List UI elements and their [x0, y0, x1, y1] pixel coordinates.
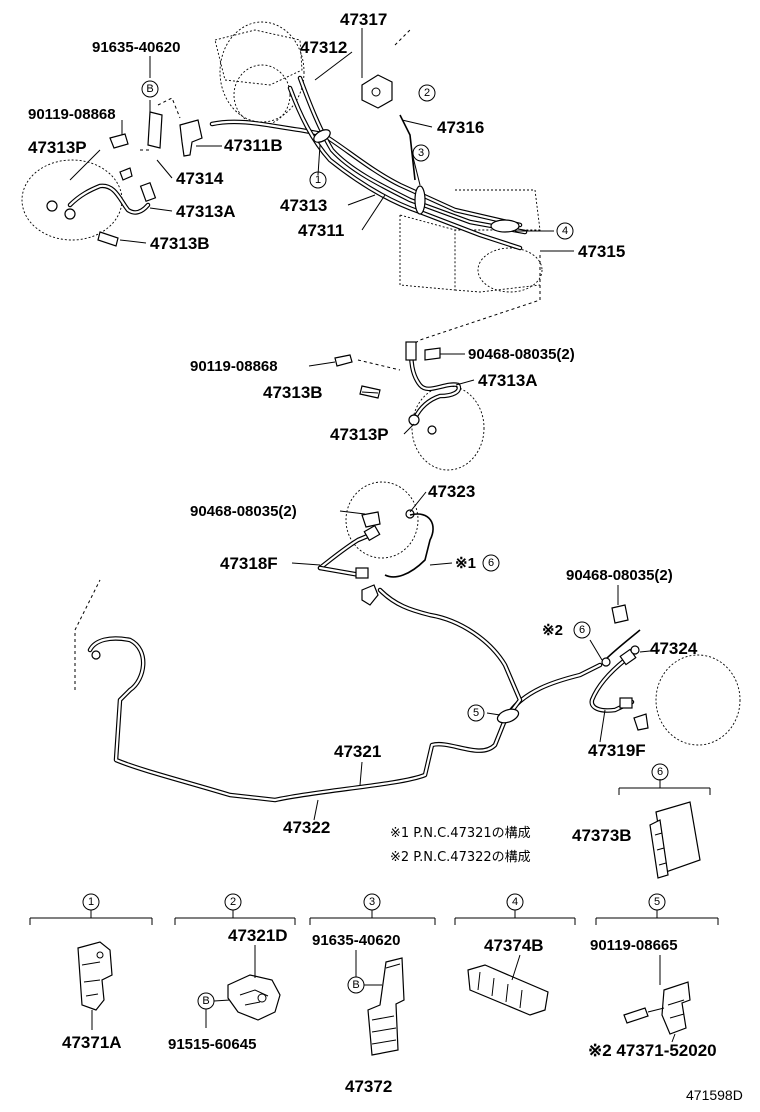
- bolt-90119-08665-icon: [623, 1007, 649, 1024]
- bracket-47371-52020-icon: [661, 981, 691, 1035]
- marker-b-detail2: B: [202, 995, 209, 1007]
- clip-47374B-icon: [467, 964, 549, 1016]
- bolt-90119-icon: [109, 133, 129, 149]
- brake-drum-outline: [655, 654, 741, 746]
- detail-2-clip-47321D: 47321D B 91515-60645: [168, 926, 288, 1053]
- callout-6-detail: 6: [657, 766, 663, 778]
- label-91515: 91515-60645: [168, 1036, 256, 1053]
- clip-47311B-icon: [179, 119, 203, 157]
- actuator-motor-outline: [477, 247, 543, 293]
- brake-drum-outline: [345, 481, 419, 559]
- marker-b-detail3: B: [352, 979, 359, 991]
- master-cylinder-outline: [214, 29, 303, 86]
- figure-code: 471598D: [686, 1087, 743, 1103]
- label-47311B: 47311B: [224, 136, 283, 155]
- top-pipes: [209, 75, 541, 346]
- rear-main-pipes: [74, 579, 603, 803]
- rear-brake-right: [589, 604, 741, 746]
- clip-47372-icon: [367, 957, 405, 1056]
- bolt-47313B-icon: [97, 231, 119, 247]
- callout-2-detail: 2: [230, 896, 236, 908]
- label-47372: 47372: [345, 1077, 392, 1096]
- callout-6-star2: 6: [579, 624, 585, 636]
- label-47316: 47316: [437, 118, 484, 137]
- label-90468-low2: 90468-08035(2): [566, 567, 673, 584]
- label-90468-low1: 90468-08035(2): [190, 503, 297, 520]
- callout-3-detail: 3: [369, 896, 375, 908]
- callout-2-top: 2: [424, 87, 430, 99]
- brake-disc-outline: [411, 385, 485, 471]
- label-47313A-mid: 47313A: [478, 371, 538, 390]
- clip-47314-icon: [147, 111, 163, 149]
- clip-hole-icon: [371, 87, 381, 97]
- callout-4-detail: 4: [512, 896, 518, 908]
- label-star2: ※2: [542, 622, 563, 639]
- leader-ghost: [394, 29, 411, 46]
- actuator-base-outline: [454, 284, 541, 293]
- label-47322: 47322: [283, 818, 330, 837]
- callout-5-detail: 5: [654, 896, 660, 908]
- label-47321D: 47321D: [228, 926, 288, 945]
- detail-brackets: 1 2 3 4 5: [29, 893, 719, 925]
- label-47313B-top: 47313B: [150, 234, 210, 253]
- label-47313B-mid: 47313B: [263, 383, 323, 402]
- label-47324: 47324: [650, 639, 698, 658]
- label-47374B: 47374B: [484, 936, 544, 955]
- clip-47317-icon: [361, 74, 393, 109]
- actuator-block-outline: [399, 214, 456, 291]
- detail-4-clip-47374B: 47374B: [467, 936, 549, 1016]
- detail-5-bracket: 90119-08665 ※2 47371-52020: [588, 937, 717, 1060]
- label-47312: 47312: [300, 38, 347, 57]
- label-47313: 47313: [280, 196, 327, 215]
- label-90119-top: 90119-08868: [28, 106, 116, 123]
- detail-6-clip-47373B: 47373B: [572, 801, 701, 879]
- label-star1: ※1: [455, 555, 476, 572]
- label-47318F: 47318F: [220, 554, 278, 573]
- label-47371A: 47371A: [62, 1033, 122, 1052]
- part-labels: 47317 47312 91635-40620 90119-08868 4731…: [28, 10, 698, 865]
- label-47321: 47321: [334, 742, 381, 761]
- label-47314: 47314: [176, 169, 224, 188]
- note-1: ※1 P.N.C.47321の構成: [390, 826, 531, 841]
- detail-1-clip-47371A: 47371A: [62, 941, 122, 1052]
- callout-6-mid: 6: [488, 557, 494, 569]
- label-47313P-mid: 47313P: [330, 425, 389, 444]
- detail-3-clip-47372: 91635-40620 B 47372: [312, 932, 405, 1096]
- label-90468-mid: 90468-08035(2): [468, 346, 575, 363]
- label-47323: 47323: [428, 482, 475, 501]
- label-91635-bot: 91635-40620: [312, 932, 400, 949]
- label-90119-bot: 90119-08665: [590, 937, 678, 954]
- label-91635-top: 91635-40620: [92, 39, 180, 56]
- clip-small-icon: [119, 167, 133, 181]
- actuator-top-outline: [455, 189, 541, 231]
- callout-1-detail: 1: [88, 896, 94, 908]
- master-cylinder-area: [214, 21, 543, 293]
- label-47317: 47317: [340, 10, 387, 29]
- clip-47321D-icon: [227, 974, 281, 1021]
- label-47319F: 47319F: [588, 741, 646, 760]
- callout-3-top: 3: [418, 147, 424, 159]
- marker-b-top: B: [146, 83, 153, 95]
- label-47371-52020: ※2 47371-52020: [588, 1041, 717, 1060]
- label-47311: 47311: [298, 221, 344, 240]
- clip-47371A-icon: [77, 941, 113, 1011]
- callout-4-top: 4: [562, 225, 568, 237]
- front-brake-left: [21, 97, 203, 247]
- callout-1-top: 1: [315, 174, 321, 186]
- label-90119-mid: 90119-08868: [190, 358, 278, 375]
- label-47373B: 47373B: [572, 826, 632, 845]
- brake-disc-outline: [21, 159, 123, 241]
- rear-brake-left: [317, 481, 434, 606]
- brake-booster-outline: [219, 21, 305, 123]
- note-2: ※2 P.N.C.47322の構成: [390, 850, 531, 865]
- callout-5-mid: 5: [473, 707, 479, 719]
- label-47313A-top: 47313A: [176, 202, 236, 221]
- label-47315: 47315: [578, 242, 625, 261]
- front-brake-right: [334, 341, 485, 471]
- callout-circles: B 1 2 3 4 5 6 6 6: [141, 80, 669, 781]
- label-47313P-top: 47313P: [28, 138, 87, 157]
- leader-lines: [69, 28, 711, 821]
